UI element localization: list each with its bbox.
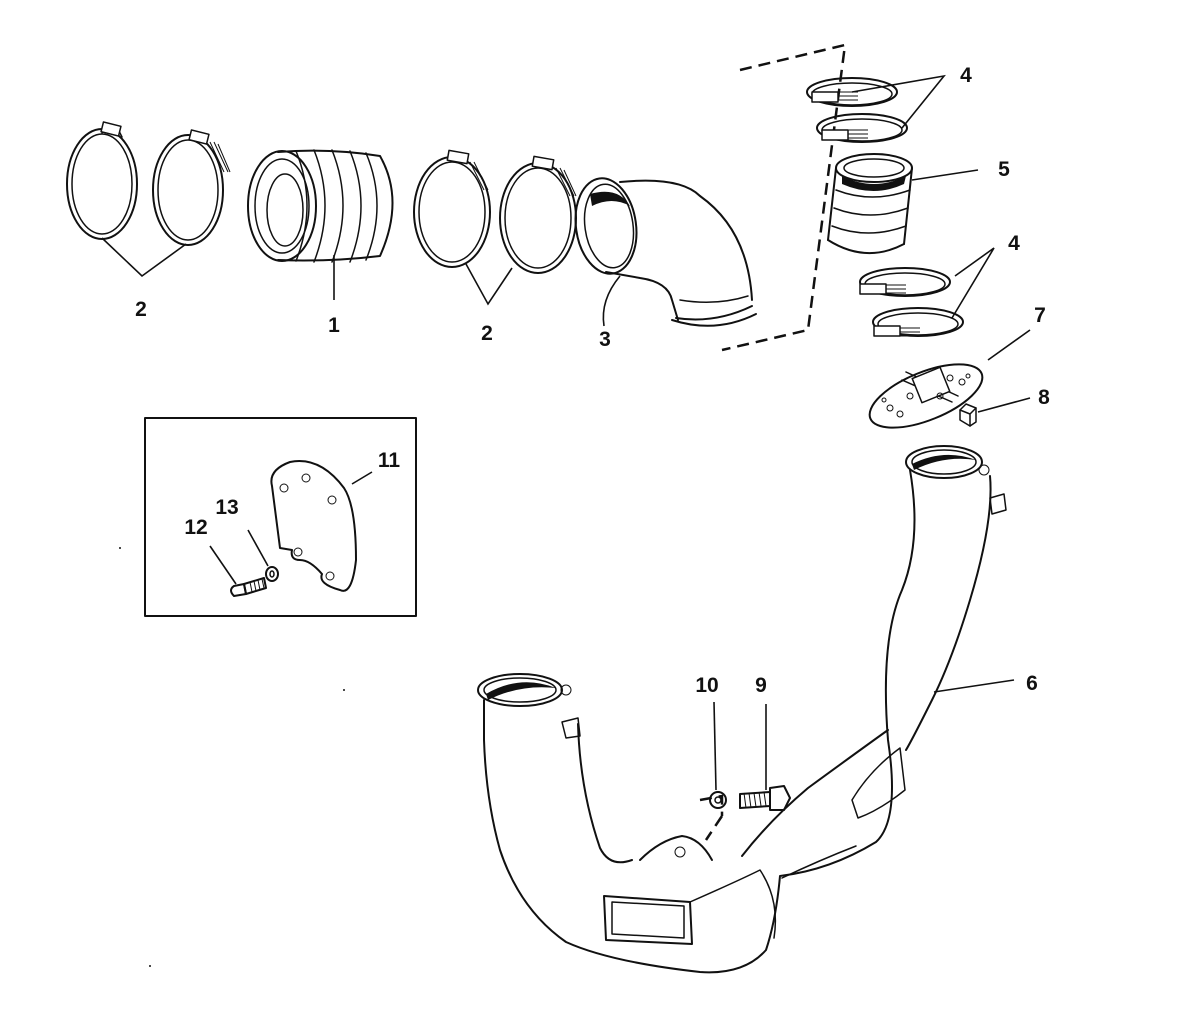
nut-part-10 xyxy=(709,791,727,809)
hose-clamp-pair-middle xyxy=(413,149,577,274)
coupler-hose xyxy=(827,153,913,254)
callout-9: 9 xyxy=(755,674,767,697)
flapper-valve-plate xyxy=(868,363,984,429)
scan-speck xyxy=(149,965,151,967)
callout-7: 7 xyxy=(1034,304,1046,327)
small-spacer-block xyxy=(959,403,977,427)
callout-12: 12 xyxy=(184,516,207,539)
callout-8: 8 xyxy=(1038,386,1050,409)
hose-clamp-pair-lower-right xyxy=(859,267,964,337)
hose-clamp-middle-1 xyxy=(413,149,491,268)
hose-clamp-upper-2 xyxy=(816,113,908,143)
mounting-bracket-part-11 xyxy=(270,460,357,592)
callout-11: 11 xyxy=(378,449,401,472)
leader-lines xyxy=(101,74,1031,791)
exhaust-y-pipe xyxy=(477,445,1007,974)
hose-clamp-left-1 xyxy=(66,121,138,240)
callout-4-lower: 4 xyxy=(1008,232,1020,255)
screw-part-12 xyxy=(230,577,267,597)
corrugated-exhaust-hose xyxy=(247,149,394,263)
hose-clamp-left-2 xyxy=(152,129,231,246)
callout-1: 1 xyxy=(328,314,340,337)
callout-2-left: 2 xyxy=(135,298,147,321)
exhaust-elbow xyxy=(574,177,757,327)
hose-clamp-upper-1 xyxy=(806,77,898,107)
fastener-link-line xyxy=(699,794,724,841)
callout-2-middle: 2 xyxy=(481,322,493,345)
callout-labels: 2 1 2 3 4 5 4 7 8 6 9 10 11 13 12 xyxy=(135,64,1050,697)
callout-10: 10 xyxy=(695,674,718,697)
washer-part-13 xyxy=(265,566,279,582)
assembly-group-bracket xyxy=(721,43,847,352)
hose-clamp-lower-2 xyxy=(872,307,964,337)
callout-3: 3 xyxy=(599,328,611,351)
inset-detail-box xyxy=(144,417,417,617)
hose-clamp-pair-upper-right xyxy=(806,77,908,143)
hose-clamp-lower-1 xyxy=(859,267,951,297)
callout-5: 5 xyxy=(998,158,1010,181)
scan-speck xyxy=(343,689,345,691)
callout-13: 13 xyxy=(215,496,238,519)
scan-speck xyxy=(119,547,121,549)
hose-clamp-middle-2 xyxy=(499,155,577,274)
callout-4-upper: 4 xyxy=(960,64,972,87)
hose-clamp-pair-left xyxy=(66,121,231,246)
bolt-part-9 xyxy=(739,785,791,811)
callout-6: 6 xyxy=(1026,672,1038,695)
